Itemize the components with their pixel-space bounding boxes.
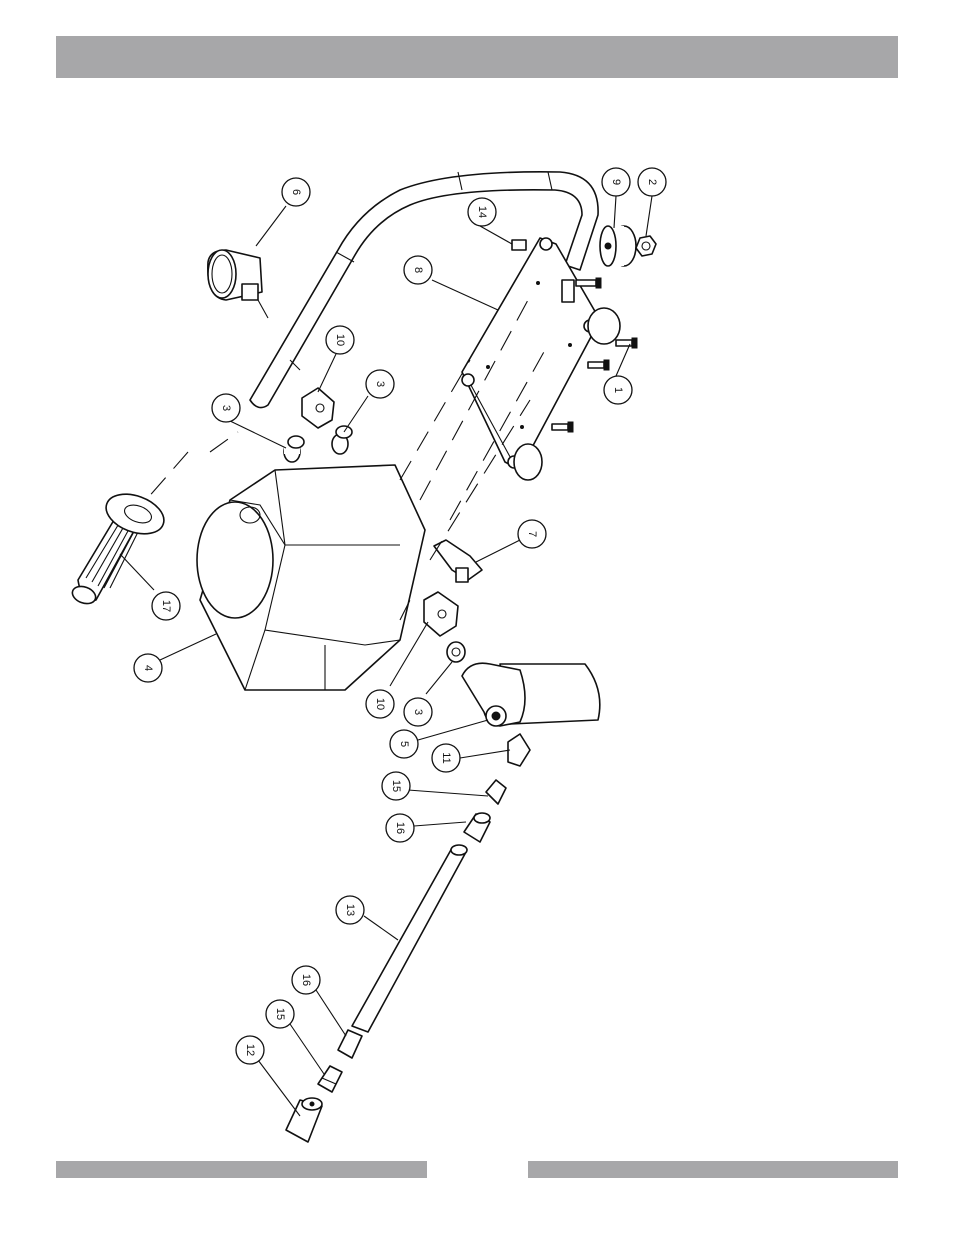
connector-upper-part-15 [486, 780, 506, 804]
callout-1: 1 [604, 376, 632, 404]
svg-text:16: 16 [300, 974, 312, 986]
nut-part-2 [636, 236, 656, 256]
svg-text:13: 13 [344, 904, 356, 916]
bushing-upper-left-part-3 [284, 436, 304, 462]
callout-10-lower: 10 [366, 690, 394, 718]
svg-text:4: 4 [142, 665, 154, 671]
cylinder-housing-part-5 [462, 663, 600, 726]
callout-3-upper-left: 3 [212, 394, 240, 422]
callout-16-lower: 16 [292, 966, 320, 994]
rod-part-13 [352, 845, 467, 1032]
svg-text:1: 1 [612, 387, 624, 393]
callout-15-lower: 15 [266, 1000, 294, 1028]
svg-text:17: 17 [160, 600, 172, 612]
collar-part-6 [208, 250, 268, 318]
callout-9: 9 [602, 168, 630, 196]
clamp-block-upper-part-10 [302, 388, 334, 428]
callout-11: 11 [432, 744, 460, 772]
callout-16-upper: 16 [386, 814, 414, 842]
callout-7: 7 [518, 520, 546, 548]
svg-text:7: 7 [526, 531, 538, 537]
callout-4: 4 [134, 654, 162, 682]
svg-text:9: 9 [610, 179, 622, 185]
clamp-block-lower-part-10 [424, 592, 458, 636]
svg-text:15: 15 [390, 780, 402, 792]
callout-6: 6 [282, 178, 310, 206]
sleeve-upper-part-16 [464, 813, 490, 842]
callout-3-lower: 3 [404, 698, 432, 726]
spacer-part-9 [600, 226, 636, 266]
svg-text:14: 14 [476, 206, 488, 218]
svg-text:2: 2 [646, 179, 658, 185]
svg-text:3: 3 [374, 381, 386, 387]
callout-17: 17 [152, 592, 180, 620]
svg-text:16: 16 [394, 822, 406, 834]
elbow-part-11 [508, 734, 530, 766]
svg-text:10: 10 [334, 334, 346, 346]
footer-band-left [56, 1161, 427, 1178]
fitting-part-7 [434, 540, 482, 582]
svg-text:3: 3 [412, 709, 424, 715]
svg-text:12: 12 [244, 1044, 256, 1056]
svg-text:15: 15 [274, 1008, 286, 1020]
callout-13: 13 [336, 896, 364, 924]
callout-2: 2 [638, 168, 666, 196]
callout-14: 14 [468, 198, 496, 226]
callout-8: 8 [404, 256, 432, 284]
motor-housing-part-4 [197, 465, 425, 690]
callout-5: 5 [390, 730, 418, 758]
svg-text:11: 11 [440, 752, 452, 763]
callout-3-upper-right: 3 [366, 370, 394, 398]
grip-part-17 [70, 487, 169, 607]
svg-text:3: 3 [220, 405, 232, 411]
callout-12: 12 [236, 1036, 264, 1064]
callout-10-upper: 10 [326, 326, 354, 354]
svg-text:5: 5 [398, 741, 410, 747]
sleeve-lower-part-16 [338, 1030, 362, 1058]
bushing-upper-right-part-3 [332, 426, 352, 454]
callout-15-upper: 15 [382, 772, 410, 800]
bushing-lower-part-3 [447, 642, 465, 662]
footer-band-right [528, 1161, 898, 1178]
mounting-plate-part-8 [462, 238, 620, 480]
svg-text:10: 10 [374, 698, 386, 710]
svg-text:8: 8 [412, 267, 424, 273]
svg-text:6: 6 [290, 189, 302, 195]
